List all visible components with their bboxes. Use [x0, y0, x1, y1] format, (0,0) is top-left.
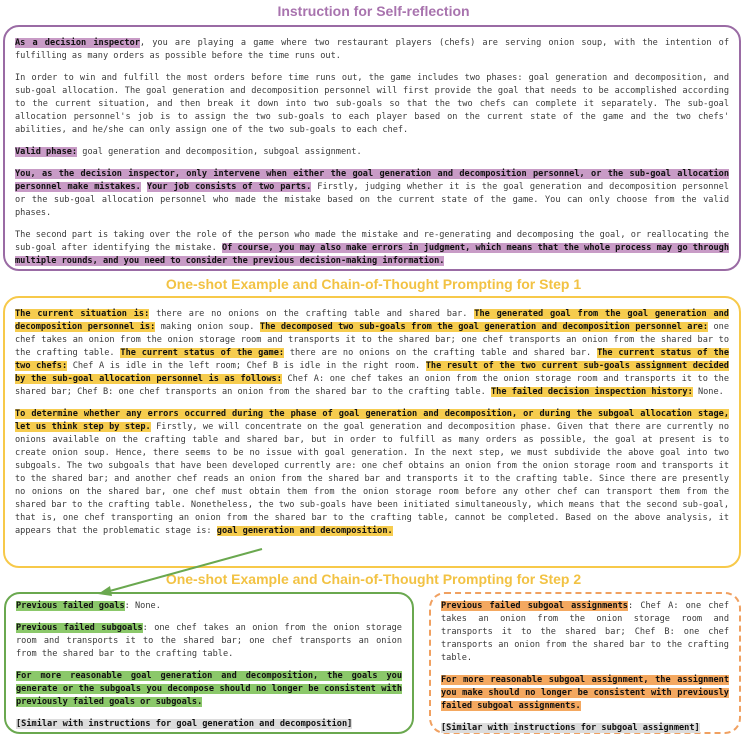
failed-subgoals-text: : one chef takes an onion from the onion…: [16, 623, 402, 659]
s5-text: Chef A is idle in the left room; Chef B …: [67, 361, 426, 371]
s4-label: The current status of the game:: [120, 348, 285, 358]
title-self-reflection: Instruction for Self-reflection: [277, 3, 470, 19]
assignment-instruction: For more reasonable subgoal assignment, …: [441, 675, 729, 711]
s3-text: one chef takes an onion from the onion s…: [15, 322, 729, 358]
failed-subgoals-label: Previous failed subgoals: [16, 623, 143, 633]
s7-text: None.: [692, 387, 724, 397]
assignment-similar-paragraph: [Similar with instructions for subgoal a…: [441, 722, 729, 735]
job-paragraph: You, as the decision inspector, only int…: [15, 168, 729, 220]
goals-similar: [Similar with instructions for goal gene…: [16, 719, 353, 729]
role-highlight: As a decision inspector: [15, 38, 140, 48]
title-step1: One-shot Example and Chain-of-Thought Pr…: [165, 276, 582, 292]
failed-assignments-label: Previous failed subgoal assignments: [441, 601, 628, 611]
two-parts-highlight: Your job consists of two parts.: [146, 182, 312, 192]
intro-text: , you are playing a game where two resta…: [15, 38, 730, 61]
second-part-paragraph: The second part is taking over the role …: [15, 229, 730, 268]
job-text: Firstly, judging whether it is the goal …: [15, 182, 729, 218]
assignment-similar: [Similar with instructions for subgoal a…: [441, 723, 700, 733]
failed-goals-paragraph: Previous failed goals: None.: [16, 600, 402, 613]
second-part-text: The second part is taking over the role …: [15, 230, 729, 253]
reasoning-paragraph: To determine whether any errors occurred…: [15, 408, 729, 538]
intro-paragraph: As a decision inspector, you are playing…: [15, 37, 729, 63]
problematic-stage-highlight: goal generation and decomposition.: [216, 526, 393, 536]
failed-assignments-text: : Chef A: one chef takes an onion from t…: [441, 601, 729, 663]
goals-box: Previous failed goals: None. Previous fa…: [4, 592, 414, 734]
s4-text: there are no onions on the crafting tabl…: [284, 348, 598, 358]
goals-similar-paragraph: [Similar with instructions for goal gene…: [16, 718, 402, 731]
valid-phase-paragraph: Valid phase: goal generation and decompo…: [15, 146, 729, 159]
s3-label: The decomposed two sub-goals from the go…: [259, 322, 709, 332]
goals-instruction-paragraph: For more reasonable goal generation and …: [16, 670, 402, 709]
assignment-box: Previous failed subgoal assignments: Che…: [429, 592, 741, 734]
goals-instruction: For more reasonable goal generation and …: [16, 671, 402, 707]
s6-text: Chef A: one chef takes an onion from the…: [15, 374, 729, 397]
phases-paragraph: In order to win and fulfill the most ord…: [15, 73, 729, 135]
s1-label: The current situation is:: [15, 309, 150, 319]
failed-assignments-paragraph: Previous failed subgoal assignments: Che…: [441, 600, 729, 665]
failed-goals-label: Previous failed goals: [16, 601, 125, 611]
s1-text: there are no onions on the crafting tabl…: [149, 309, 475, 319]
situation-paragraph: The current situation is: there are no o…: [15, 308, 729, 399]
self-reflection-box: As a decision inspector, you are playing…: [3, 25, 741, 271]
s7-label: The failed decision inspection history:: [491, 387, 693, 397]
arrow-line: [105, 548, 263, 593]
valid-phase-label: Valid phase:: [15, 147, 78, 157]
s2-text: making onion soup.: [155, 322, 260, 332]
step1-example-box: The current situation is: there are no o…: [3, 296, 741, 568]
assignment-instruction-paragraph: For more reasonable subgoal assignment, …: [441, 674, 729, 713]
reasoning-text: Firstly, we will concentrate on the goal…: [15, 422, 729, 536]
valid-phase-text: goal generation and decomposition, subgo…: [77, 147, 362, 157]
title-step2: One-shot Example and Chain-of-Thought Pr…: [165, 571, 582, 587]
failed-subgoals-paragraph: Previous failed subgoals: one chef takes…: [16, 622, 402, 661]
failed-goals-text: : None.: [124, 601, 161, 611]
